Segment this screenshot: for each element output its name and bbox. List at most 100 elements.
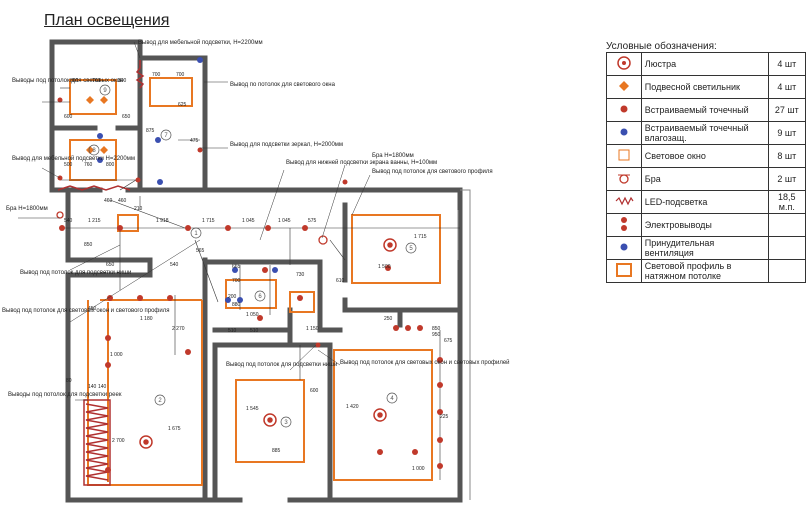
legend-row-qty: 4 шт [767, 75, 806, 99]
wiring [60, 87, 460, 480]
legend-row-qty: 2 шт [767, 167, 806, 191]
annotation-furniture-light-top: Вывод для мебельной подсветки, H=2200мм [138, 39, 263, 46]
dimension-label: 1 215 [88, 218, 101, 224]
legend-row: Световой профиль в натяжном потолке [606, 259, 806, 283]
dimension-label: 1 715 [414, 234, 427, 240]
legend-row: Бра 2 шт [606, 167, 806, 191]
light-profile-room-3 [235, 379, 305, 463]
dimension-label: 1 150 [306, 326, 319, 332]
chandeliers [139, 238, 397, 449]
light-window-corridor [289, 291, 315, 313]
light-profile-room-5 [351, 214, 441, 284]
ventilation-icon [620, 243, 628, 251]
page-title: План освещения [44, 12, 170, 29]
dimension-label: 950 [432, 332, 441, 338]
dimension-label: 600 [64, 114, 73, 120]
annotation-furniture-light-left: Вывод для мебельной подсветки H=2200мм [12, 155, 135, 162]
dimension-label: 1 045 [242, 218, 255, 224]
legend-row-name: Световое окно [640, 144, 769, 168]
light-window-room-6a [225, 279, 277, 309]
room-number-8: 8 [92, 148, 96, 154]
power-outlets [57, 97, 348, 348]
dimension-label: 1 045 [278, 218, 291, 224]
dimension-label: 875 [146, 128, 155, 134]
light-window-room-9 [69, 79, 117, 115]
dimension-label: 1 050 [246, 312, 259, 318]
dimension-label: 760 [84, 162, 93, 168]
legend-row-qty: 18,5 м.п. [767, 190, 806, 214]
waterproof-spots [97, 57, 278, 303]
room-number-3: 3 [284, 420, 288, 426]
legend-row-name: Принудительная вентиляция [640, 236, 769, 260]
legend-row-qty: 4 шт [767, 52, 806, 76]
dimension-label: 540 [64, 218, 73, 224]
dimension-label: 760 [92, 78, 101, 84]
legend-row-name: Встраиваемый точечный [640, 98, 769, 122]
annotation-light-windows-left: Выводы под потолок для световых окон [12, 78, 123, 84]
legend-row-name: LED-подсветка [640, 190, 769, 214]
room-number-2: 2 [158, 398, 162, 404]
annotation-niche-light-center: Вывод под потолок для подсветки ниши [226, 362, 337, 368]
led-strip-icon [615, 196, 634, 206]
pendant-lights [86, 96, 108, 154]
pendant-light-icon [618, 81, 629, 91]
recessed-spots [59, 225, 443, 473]
dimension-label: 540 [170, 262, 179, 268]
dimension-label: 800 [70, 78, 79, 84]
dimension-label: 650 [106, 262, 115, 268]
legend-row: LED-подсветка 18,5 м.п. [606, 190, 806, 214]
legend-row: Встраиваемый точечный 27 шт [606, 98, 806, 122]
dimension-label: 510 [228, 328, 237, 334]
legend-row-qty: 9 шт [767, 121, 806, 145]
dimension-label: 650 [122, 114, 131, 120]
dimensions: 540 1 215 1 918 1 715 1 045 1 045 575 1 … [64, 72, 453, 472]
legend-row-qty: 8 шт [767, 144, 806, 168]
legend-row: Световое окно 8 шт [606, 144, 806, 168]
dimension-label: 700 [176, 72, 185, 78]
legend-row-qty [767, 213, 806, 237]
dimension-label: 2 700 [112, 438, 125, 444]
dimension-label: 200 [228, 294, 237, 300]
legend-title: Условные обозначения: [606, 41, 717, 52]
annotation-leaders [18, 41, 371, 401]
dimension-label: 850 [432, 326, 441, 332]
dimension-label: 1 500 [378, 264, 391, 270]
dimension-label: 510 [250, 328, 259, 334]
dimension-label: 1 918 [156, 218, 169, 224]
dimension-label: 565 [196, 248, 205, 254]
dimension-label: 140 [98, 384, 107, 390]
light-profile-room-4 [333, 349, 433, 481]
dimension-label: 1 545 [246, 406, 259, 412]
room-number-5: 5 [409, 246, 413, 252]
led-strip [57, 60, 145, 486]
chandelier-icon [617, 56, 631, 70]
legend-row-name: Люстра [640, 52, 769, 76]
wall-thin-lines [139, 189, 471, 500]
dimension-label: 210 [134, 206, 143, 212]
dimension-label: 1 420 [346, 404, 359, 410]
annotation-light-window-ceiling: Вывод по потолок для светового окна [230, 82, 336, 88]
dimension-label: 625 [178, 102, 187, 108]
dimension-label: 800 [106, 162, 115, 168]
lighting-floor-plan: 9 8 7 1 5 6 2 3 4 Вывод для мебельной по… [2, 39, 510, 503]
room-number-4: 4 [390, 396, 394, 402]
annotation-sconce-right: Бра H=1800мм [372, 153, 414, 159]
dimension-label: 1 180 [140, 316, 153, 322]
dimension-label: 665 [232, 264, 241, 270]
annotation-slat-lighting: Выводы под потолок для подсветки реек [8, 392, 122, 398]
room-numbers [88, 84, 417, 428]
light-window-room-7 [149, 77, 193, 107]
legend-row: Люстра 4 шт [606, 52, 806, 76]
light-profile-icon [615, 263, 632, 277]
annotation-mirror-light: Вывод для подсветки зеркал, H=2000мм [230, 142, 343, 148]
dimension-label: 730 [296, 272, 305, 278]
dimension-label: 800 [118, 78, 127, 84]
legend-row: Электровыводы [606, 213, 806, 237]
dimension-label: 1 000 [110, 352, 123, 358]
legend-row-name: Световой профиль в натяжном потолке [640, 259, 769, 283]
dimension-label: 575 [308, 218, 317, 224]
dimension-label: 880 [232, 302, 241, 308]
annotation-light-profile: Вывод под потолок для светового профиля [372, 169, 493, 175]
dimension-label: 140 [88, 384, 97, 390]
walls [49, 39, 463, 503]
